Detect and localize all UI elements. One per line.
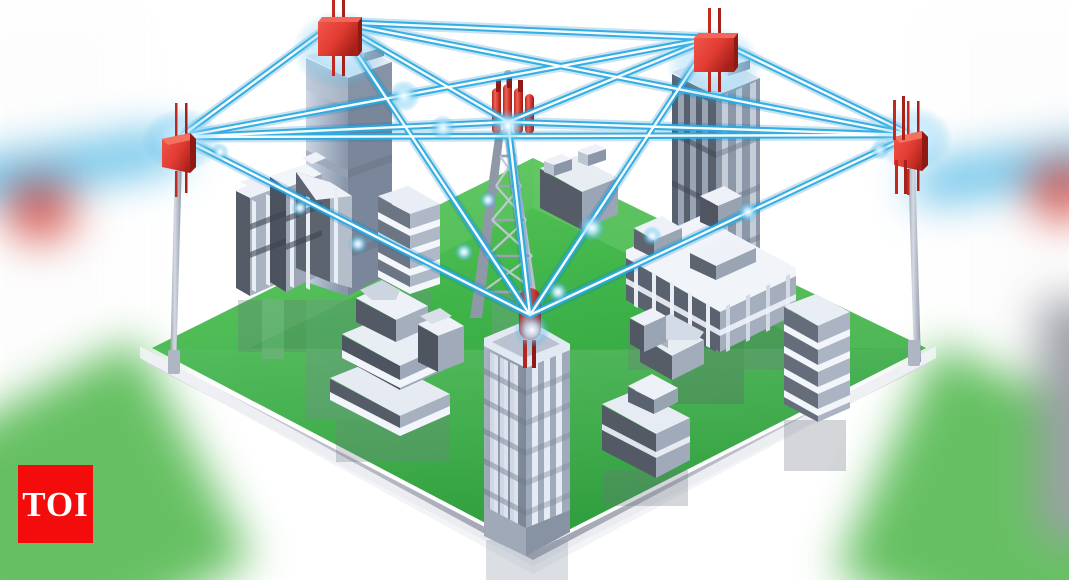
building-stepped-block <box>330 280 464 436</box>
building-slab-tower-right <box>784 294 850 422</box>
blur-antenna <box>5 180 75 240</box>
building-box-block <box>602 374 690 478</box>
building-left-mast <box>168 160 182 374</box>
blur-structure <box>1039 300 1069 540</box>
building-right-mast <box>908 158 921 366</box>
building-small-house <box>630 308 704 380</box>
building-office-longblock <box>626 186 796 352</box>
building-slab-tower-left <box>378 186 440 294</box>
toi-logo-text: TOI <box>22 484 89 524</box>
blurred-letterbox-right <box>835 0 1069 580</box>
antenna-node-right-mast <box>893 96 928 195</box>
toi-logo: TOI <box>18 465 93 543</box>
